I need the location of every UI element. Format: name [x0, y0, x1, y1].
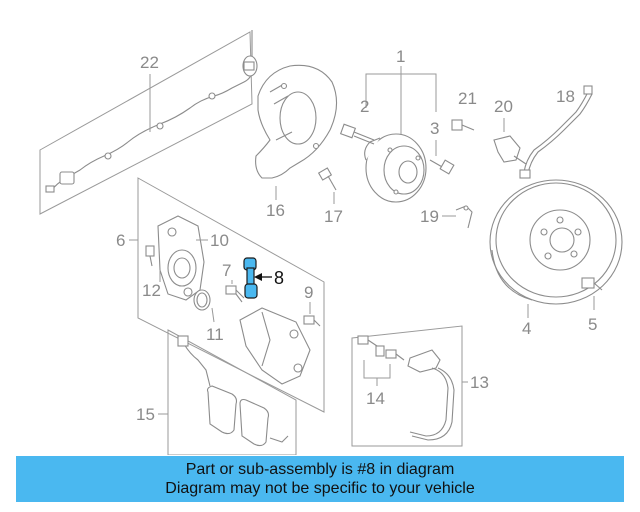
- guide-pin-shank: [246, 267, 255, 287]
- callout-6: 6: [116, 231, 125, 250]
- banner-line-disclaimer: Diagram may not be specific to your vehi…: [165, 480, 475, 497]
- bleeder-screw: [145, 245, 155, 267]
- banner-line-part: Part or sub-assembly is #8 in diagram: [185, 461, 455, 478]
- parts-diagram: 22 16 17 1 2 3 21: [39, 30, 623, 455]
- bolt-5: [581, 277, 603, 291]
- brake-pads-panel: [167, 329, 297, 455]
- callout-8-arrow: [254, 273, 262, 281]
- callout-16: 16: [266, 201, 285, 220]
- callout-8: 8: [274, 268, 284, 288]
- callout-2: 2: [360, 97, 369, 116]
- callout-21: 21: [458, 89, 477, 108]
- part-8-highlight[interactable]: [243, 257, 258, 299]
- guide-pin-tip: [244, 283, 258, 299]
- callout-19: 19: [420, 207, 439, 226]
- caliper-housing: [157, 215, 205, 301]
- bracket-19: [455, 205, 473, 229]
- anti-rattle-clip: [407, 349, 455, 441]
- speed-sensor: [493, 135, 527, 165]
- callout-5: 5: [588, 315, 597, 334]
- callout-18: 18: [556, 87, 575, 106]
- caliper-panel: [137, 177, 325, 413]
- caliper-carrier: [239, 307, 311, 385]
- callout-10: 10: [210, 231, 229, 250]
- callout-11: 11: [206, 325, 224, 344]
- wheel-hub: [364, 133, 427, 203]
- callout-22: 22: [140, 53, 159, 72]
- callout-15: 15: [136, 405, 155, 424]
- seal-ring: [193, 289, 211, 311]
- brake-pads: [177, 335, 289, 447]
- part-info-banner: Part or sub-assembly is #8 in diagram Di…: [16, 456, 624, 502]
- callout-13: 13: [470, 373, 489, 392]
- brake-disc: [489, 179, 623, 305]
- callout-7: 7: [222, 261, 231, 280]
- bolt-9: [303, 315, 321, 327]
- splash-shield: [255, 64, 338, 179]
- guide-bolts-14: [357, 335, 405, 361]
- bolt-3: [429, 159, 455, 175]
- callout-14: 14: [366, 389, 385, 408]
- brake-hose: [519, 85, 593, 179]
- bolt-17: [317, 167, 337, 191]
- sensor-cable-panel: [39, 30, 258, 215]
- bolt-2: [339, 123, 375, 145]
- callout-1: 1: [396, 47, 405, 66]
- callout-12: 12: [142, 281, 161, 300]
- callout-9: 9: [304, 283, 313, 302]
- callout-17: 17: [324, 207, 343, 226]
- callout-20: 20: [494, 97, 513, 116]
- guide-bolt: 7: [222, 261, 245, 303]
- callout-3: 3: [430, 119, 439, 138]
- hardware-panel: [351, 325, 463, 447]
- callout-4: 4: [522, 319, 531, 338]
- bolt-21: [451, 119, 475, 131]
